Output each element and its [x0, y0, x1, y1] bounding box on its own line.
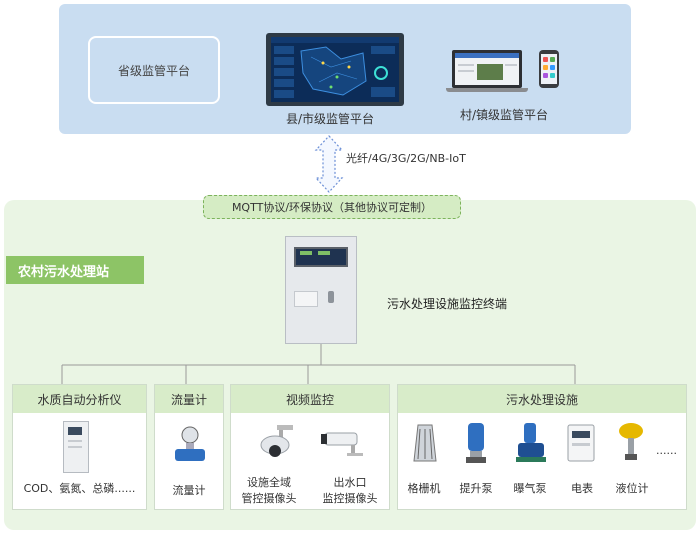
flow-meter-item: 流量计 [172, 484, 206, 497]
county-platform-label: 县/市级监管平台 [286, 112, 375, 126]
flow-meter-icon [175, 426, 205, 461]
provincial-platform-label: 省级监管平台 [117, 63, 190, 78]
facility-item-aeration-pump: 曝气泵 [513, 482, 547, 495]
station-label: 农村污水处理站 [18, 264, 110, 280]
station-tag: 农村污水处理站 [6, 256, 144, 284]
laptop-base [446, 88, 528, 92]
cam1-label-line1: 设施全域 [247, 476, 291, 489]
facility-item-level-gauge: 液位计 [615, 482, 649, 495]
protocol-label: MQTT协议/环保协议（其他协议可定制） [231, 201, 433, 214]
phone-icon [539, 50, 559, 88]
facility-item-lift-pump: 提升泵 [459, 482, 493, 495]
video-monitor-title: 视频监控 [285, 392, 334, 407]
grille-machine-icon [413, 424, 437, 462]
aeration-pump-icon [516, 423, 546, 462]
analyzer-icon [63, 421, 89, 473]
village-platform-label: 村/镇级监管平台 [460, 108, 549, 122]
facility-item-meter: 电表 [571, 482, 593, 495]
flow-meter-title: 流量计 [170, 392, 207, 407]
facility-item-grille: 格栅机 [407, 482, 441, 495]
control-cabinet-icon [285, 236, 357, 344]
flow-meter-group: 流量计 流量计 [154, 384, 224, 510]
cam2-label-line1: 出水口 [333, 476, 367, 489]
sewage-facility-group: 污水处理设施 ...... 格栅机 提升泵 曝气泵 电表 液位计 [397, 384, 687, 510]
cam1-label-line2: 管控摄像头 [241, 492, 297, 505]
water-quality-item: COD、氨氮、总磷...... [23, 482, 136, 495]
lift-pump-icon [466, 423, 486, 463]
communication-media: 光纤/4G/3G/2G/NB-IoT [346, 152, 466, 165]
bullet-camera-icon [321, 432, 363, 456]
laptop-icon [452, 50, 522, 88]
water-quality-group: 水质自动分析仪 COD、氨氮、总磷...... [12, 384, 147, 510]
sewage-facility-title: 污水处理设施 [505, 392, 578, 407]
county-dashboard-monitor-icon [266, 33, 404, 106]
double-arrow-icon [314, 135, 344, 193]
level-gauge-icon [619, 423, 643, 460]
protocol-banner: MQTT协议/环保协议（其他协议可定制） [203, 195, 461, 219]
terminal-label: 污水处理设施监控终端 [387, 297, 508, 311]
provincial-platform: 省级监管平台 [88, 36, 220, 104]
water-quality-title: 水质自动分析仪 [37, 392, 122, 407]
electric-meter-icon [567, 424, 595, 462]
more-devices: ...... [656, 444, 677, 457]
cam2-label-line2: 监控摄像头 [322, 492, 378, 505]
video-monitor-group: 视频监控 设施全域 管控摄像头 出水口 监控摄像头 [230, 384, 390, 510]
dome-camera-icon [260, 425, 293, 457]
